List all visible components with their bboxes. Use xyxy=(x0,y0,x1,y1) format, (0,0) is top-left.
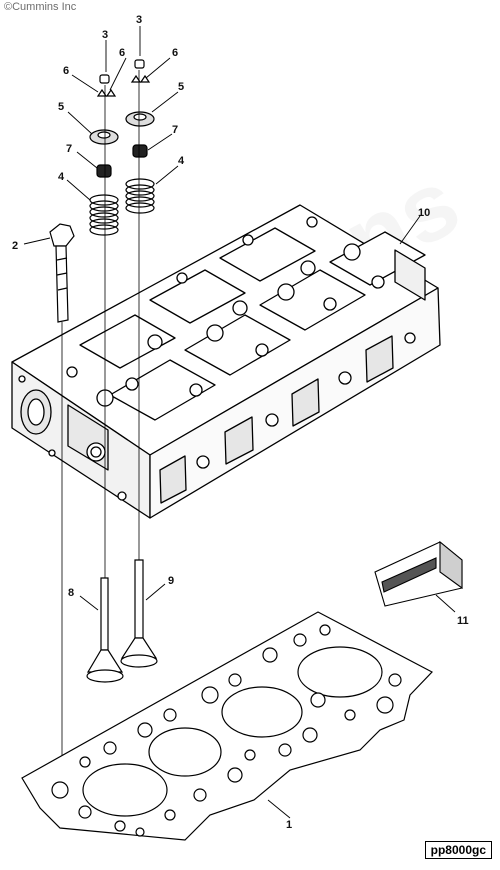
callout-11: 11 xyxy=(457,615,469,627)
callout-6a: 6 xyxy=(63,65,69,77)
callout-7a: 7 xyxy=(66,143,72,155)
callout-5a: 5 xyxy=(58,101,64,113)
head-gasket xyxy=(21,611,433,841)
callouts: 1 2 3 3 4 4 5 5 6 6 6 7 7 8 9 10 11 xyxy=(12,14,469,831)
callout-9: 9 xyxy=(168,575,174,587)
callout-6b: 6 xyxy=(119,47,125,59)
callout-4b: 4 xyxy=(178,155,185,167)
callout-7b: 7 xyxy=(172,124,178,136)
leader-lines xyxy=(23,26,456,819)
valve-train-right xyxy=(120,59,158,668)
copyright-text: ©Cummins Inc xyxy=(4,1,77,13)
valve-train-left xyxy=(86,74,124,683)
callout-2: 2 xyxy=(12,240,18,252)
callout-10: 10 xyxy=(418,207,430,219)
callout-8: 8 xyxy=(68,587,74,599)
parts-tag xyxy=(374,540,463,607)
callout-3a: 3 xyxy=(102,29,108,41)
callout-3b: 3 xyxy=(136,14,142,26)
callout-5b: 5 xyxy=(178,81,184,93)
figure-id-label: pp8000gc xyxy=(424,841,492,859)
callout-1: 1 xyxy=(286,819,292,831)
head-bolt xyxy=(49,223,75,323)
callout-6c: 6 xyxy=(172,47,178,59)
cylinder-head xyxy=(11,204,441,519)
callout-4a: 4 xyxy=(58,171,65,183)
